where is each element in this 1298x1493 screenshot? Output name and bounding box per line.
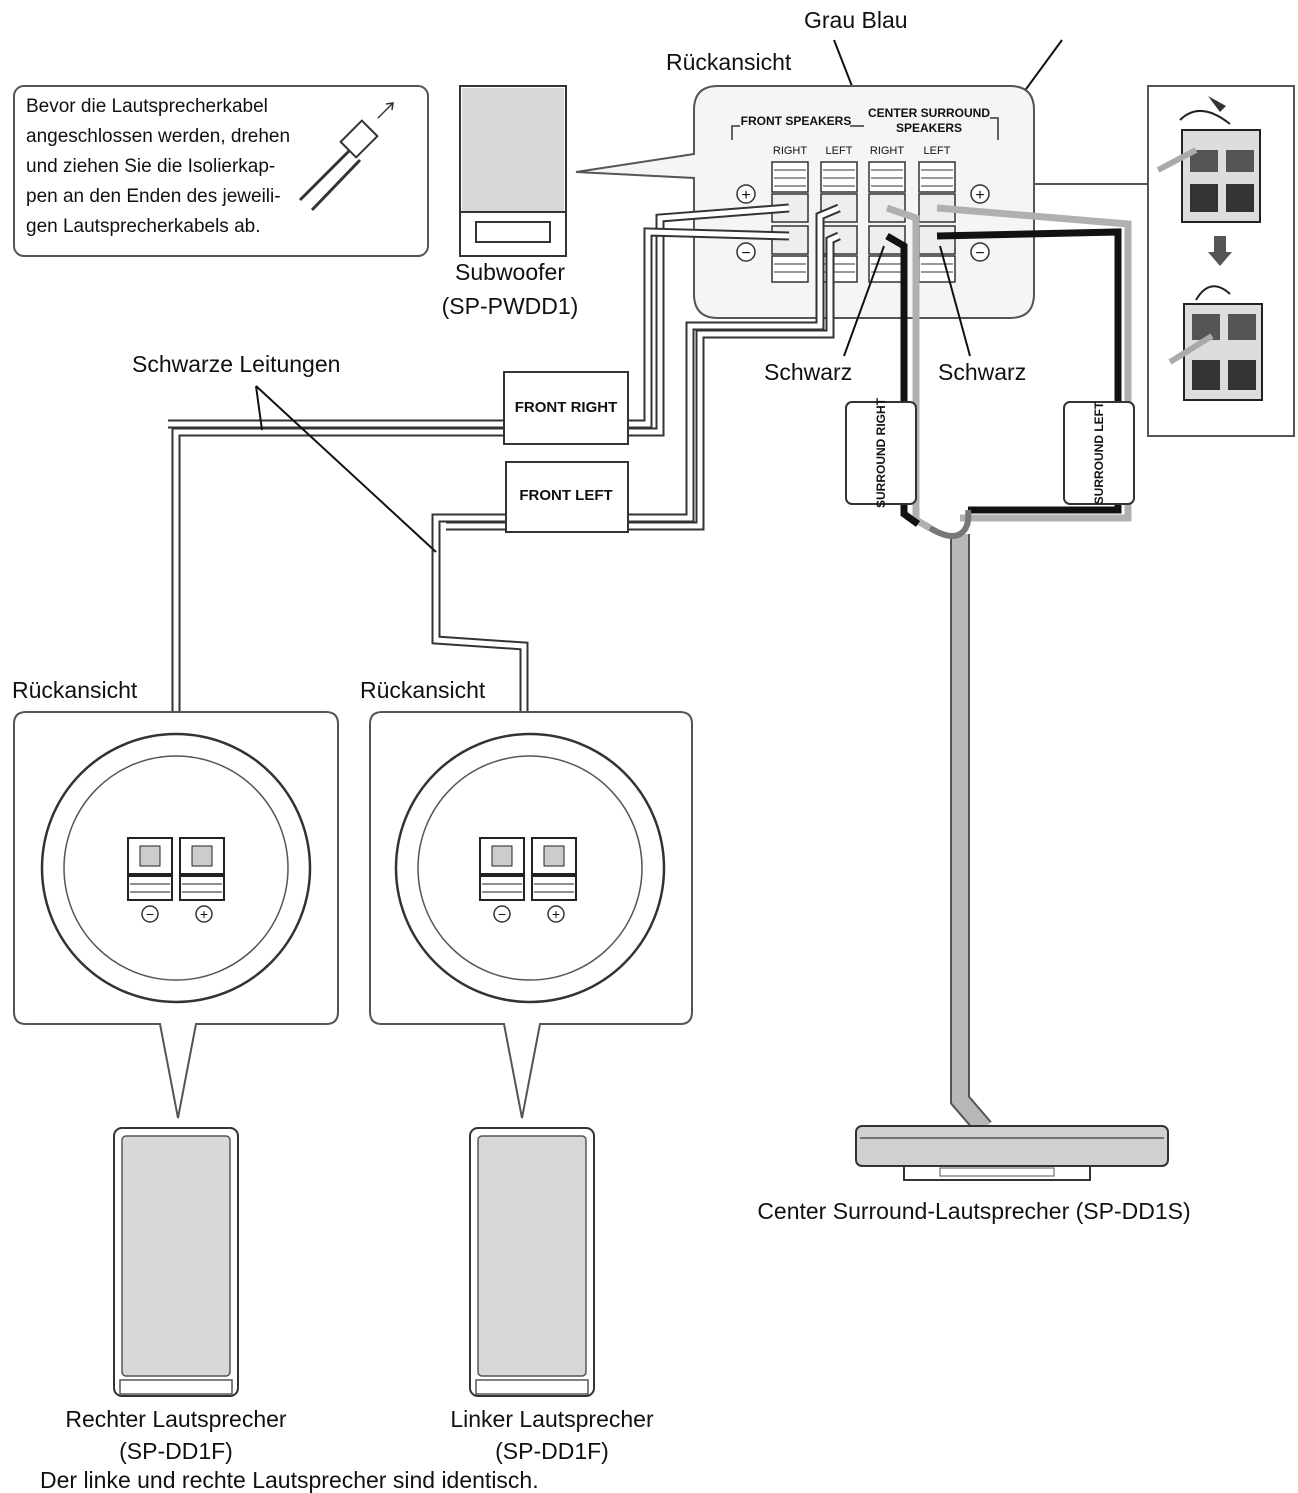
note-line-2: angeschlossen werden, drehen: [26, 126, 290, 147]
tag-surround-right: SURROUND RIGHT: [845, 397, 917, 508]
svg-text:−: −: [975, 245, 984, 262]
svg-text:+: +: [975, 187, 984, 204]
rear-view-label-right-speaker: Rückansicht: [12, 677, 138, 703]
terminal-operation-inset: [1147, 85, 1295, 437]
tag-front-left: FRONT LEFT: [505, 461, 629, 533]
terminal-column-center-right: [868, 161, 906, 283]
right-speaker-front: [113, 1127, 239, 1397]
cable-end-icon: [298, 102, 394, 212]
center-surround-label-2: SPEAKERS: [896, 121, 962, 135]
svg-text:−: −: [741, 245, 750, 262]
terminal-column-front-right: [771, 161, 809, 283]
minus-icon-left-speaker: [493, 905, 511, 923]
center-speaker-label: Center Surround-Lautsprecher (SP-DD1S): [757, 1198, 1190, 1224]
svg-text:−: −: [498, 906, 506, 922]
svg-text:+: +: [200, 906, 208, 922]
tag-front-right: FRONT RIGHT: [503, 371, 629, 445]
subwoofer-name: Subwoofer: [455, 259, 565, 285]
left-speaker-rear-view: − +: [369, 711, 693, 1119]
leader-black-wire-2: [255, 385, 437, 553]
schwarze-leitungen-label: Schwarze Leitungen: [132, 351, 340, 377]
tag-front-left-text: FRONT LEFT: [519, 487, 612, 504]
surround-cable: [885, 204, 1132, 1135]
right-speaker-model: (SP-DD1F): [119, 1438, 233, 1464]
tag-surround-right-text: SURROUND RIGHT: [874, 397, 888, 508]
minus-icon-right-speaker: [141, 905, 159, 923]
plus-icon-right: [970, 184, 990, 204]
schwarz-label-left: Schwarz: [764, 359, 852, 385]
left-speaker-front: [469, 1127, 595, 1397]
svg-text:+: +: [552, 906, 560, 922]
down-arrow-icon: [1208, 236, 1232, 266]
right-speaker-rear-view: − +: [13, 711, 339, 1119]
svg-text:−: −: [146, 906, 154, 922]
terminal-right-1: RIGHT: [773, 145, 808, 157]
note-line-5: gen Lautsprecherkabels ab.: [26, 216, 261, 237]
plus-icon-left-speaker: [547, 905, 565, 923]
note-line-3: und ziehen Sie die Isolierkap-: [26, 156, 275, 177]
plus-icon-left: [736, 184, 756, 204]
center-surround-speaker: [855, 1125, 1169, 1181]
note-box: Bevor die Lautsprecherkabel angeschlosse…: [13, 85, 429, 257]
minus-icon-left: [736, 242, 756, 262]
front-speakers-label: FRONT SPEAKERS: [741, 114, 852, 128]
tag-surround-left-text: SURROUND LEFT: [1092, 401, 1106, 504]
note-line-1: Bevor die Lautsprecherkabel: [26, 96, 268, 117]
plus-icon-right-speaker: [195, 905, 213, 923]
leader-black-wire-1: [255, 385, 263, 431]
terminal-left-1: LEFT: [826, 145, 853, 157]
svg-text:+: +: [741, 187, 750, 204]
terminal-right-2: RIGHT: [870, 145, 905, 157]
subwoofer: Subwoofer (SP-PWDD1): [442, 85, 579, 319]
rear-view-label-left-speaker: Rückansicht: [360, 677, 486, 703]
grau-blau-label: Grau Blau: [804, 7, 908, 33]
left-speaker-model: (SP-DD1F): [495, 1438, 609, 1464]
terminal-column-front-left: [820, 161, 858, 283]
tag-front-right-text: FRONT RIGHT: [515, 399, 618, 416]
terminal-column-center-left: [918, 161, 956, 283]
subwoofer-model: (SP-PWDD1): [442, 293, 579, 319]
tag-surround-left: SURROUND LEFT: [1063, 401, 1135, 505]
identical-note: Der linke und rechte Lautsprecher sind i…: [40, 1467, 539, 1493]
schwarz-label-right: Schwarz: [938, 359, 1026, 385]
rear-view-label-top: Rückansicht: [666, 49, 792, 75]
note-line-4: pen an den Enden des jeweili-: [26, 186, 281, 207]
left-speaker-name: Linker Lautsprecher: [450, 1406, 654, 1432]
leader-schwarz-left: [843, 245, 885, 357]
leader-schwarz-right: [939, 245, 971, 357]
center-surround-label-1: CENTER SURROUND: [868, 106, 990, 120]
right-speaker-name: Rechter Lautsprecher: [65, 1406, 287, 1432]
minus-icon-right: [970, 242, 990, 262]
terminal-left-2: LEFT: [924, 145, 951, 157]
